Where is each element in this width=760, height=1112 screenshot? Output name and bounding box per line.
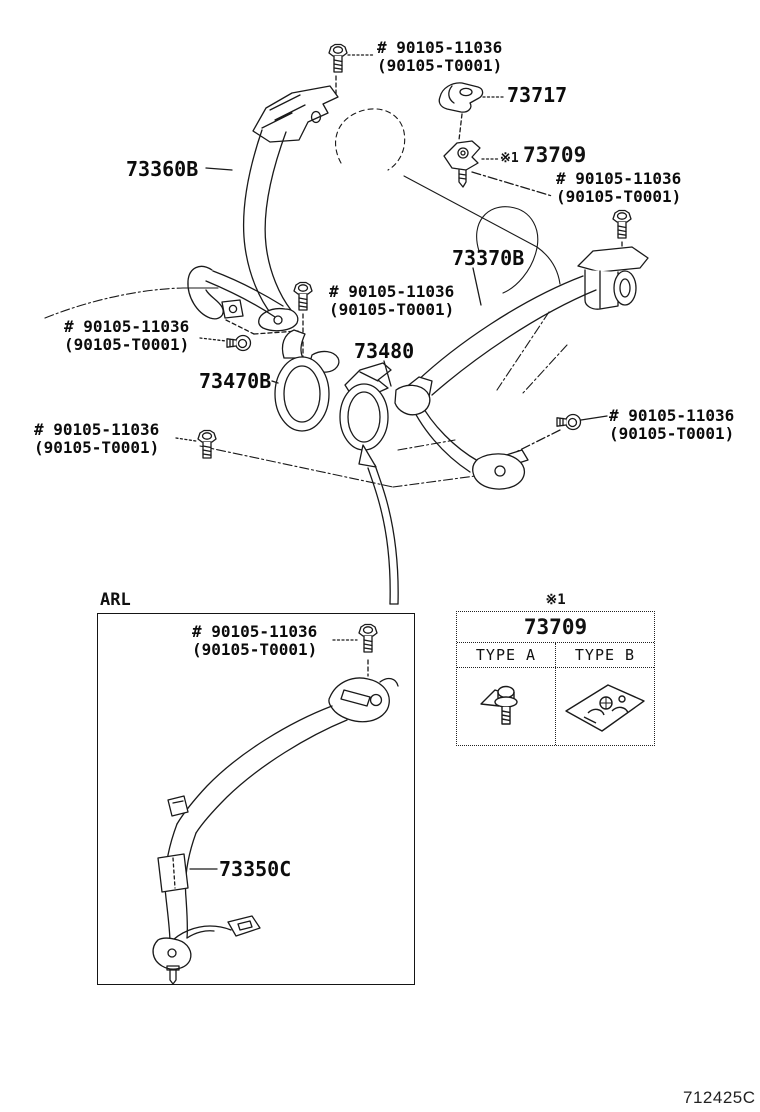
part-label-73480: 73480	[354, 339, 415, 363]
fastener-alt-number: (90105-T0001)	[609, 424, 735, 443]
buckle-inner-left-art	[272, 281, 339, 432]
inset-label-arl: ARL	[100, 590, 131, 610]
belt-inner-arl-art	[153, 623, 398, 985]
fastener-label-left-lower: # 90105-11036 (90105-T0001)	[34, 421, 159, 457]
reference-arrow	[359, 445, 398, 604]
variant-table-73709: 73709 TYPE A TYPE B	[456, 611, 655, 746]
drawing-code: 712425C	[683, 1088, 756, 1107]
fastener-part-number: # 90105-11036	[609, 406, 735, 425]
type-b-anchor-plate-icon	[565, 683, 645, 732]
part-label-73709: 73709	[523, 143, 587, 167]
fastener-label-left-mid: # 90105-11036 (90105-T0001)	[64, 318, 189, 354]
bolt-top-a	[328, 43, 374, 95]
variant-cell-type-a	[457, 668, 556, 745]
variant-column-type-a: TYPE A	[457, 643, 556, 667]
fastener-alt-number: (90105-T0001)	[377, 56, 503, 75]
fastener-alt-number: (90105-T0001)	[64, 335, 190, 354]
fastener-part-number: # 90105-11036	[329, 282, 455, 301]
fastener-label-top: # 90105-11036 (90105-T0001)	[377, 39, 502, 75]
part-label-73717: 73717	[507, 83, 568, 107]
fastener-alt-number: (90105-T0001)	[34, 438, 160, 457]
bolt-top-e	[176, 429, 217, 459]
fastener-label-right-upper: # 90105-11036 (90105-T0001)	[556, 170, 681, 206]
fastener-part-number: # 90105-11036	[192, 622, 318, 641]
fastener-part-number: # 90105-11036	[34, 420, 160, 439]
variant-cell-type-b	[556, 668, 654, 745]
table-note-marker: ※1	[545, 592, 566, 608]
belt-outer-right-art	[402, 247, 648, 489]
variant-column-type-b: TYPE B	[574, 645, 636, 664]
fastener-alt-number: (90105-T0001)	[556, 187, 682, 206]
part-label-73470b: 73470B	[199, 369, 272, 393]
child-anchor-art	[444, 141, 552, 196]
belt-outer-left-art	[188, 86, 338, 334]
fastener-part-number: # 90105-11036	[64, 317, 190, 336]
fastener-label-arl: # 90105-11036 (90105-T0001)	[192, 623, 317, 659]
variant-table-part-number: 73709	[457, 612, 654, 643]
buckle-inner-center-art	[340, 361, 430, 450]
fastener-alt-number: (90105-T0001)	[192, 640, 318, 659]
fastener-part-number: # 90105-11036	[377, 38, 503, 57]
part-label-73370b: 73370B	[452, 246, 525, 270]
part-label-73360b: 73360B	[126, 157, 199, 181]
fastener-label-center: # 90105-11036 (90105-T0001)	[329, 283, 454, 319]
part-label-73350c: 73350C	[219, 857, 292, 881]
anchor-cover-art	[439, 83, 504, 140]
fastener-label-right-mid: # 90105-11036 (90105-T0001)	[609, 407, 734, 443]
note-marker-73709: ※1	[500, 151, 519, 166]
type-a-anchor-bolt-icon	[480, 685, 518, 725]
bolt-side-f	[516, 413, 607, 453]
fastener-part-number: # 90105-11036	[556, 169, 682, 188]
bolt-side-c	[200, 334, 252, 352]
inset-box-arl	[97, 613, 415, 985]
fastener-alt-number: (90105-T0001)	[329, 300, 455, 319]
